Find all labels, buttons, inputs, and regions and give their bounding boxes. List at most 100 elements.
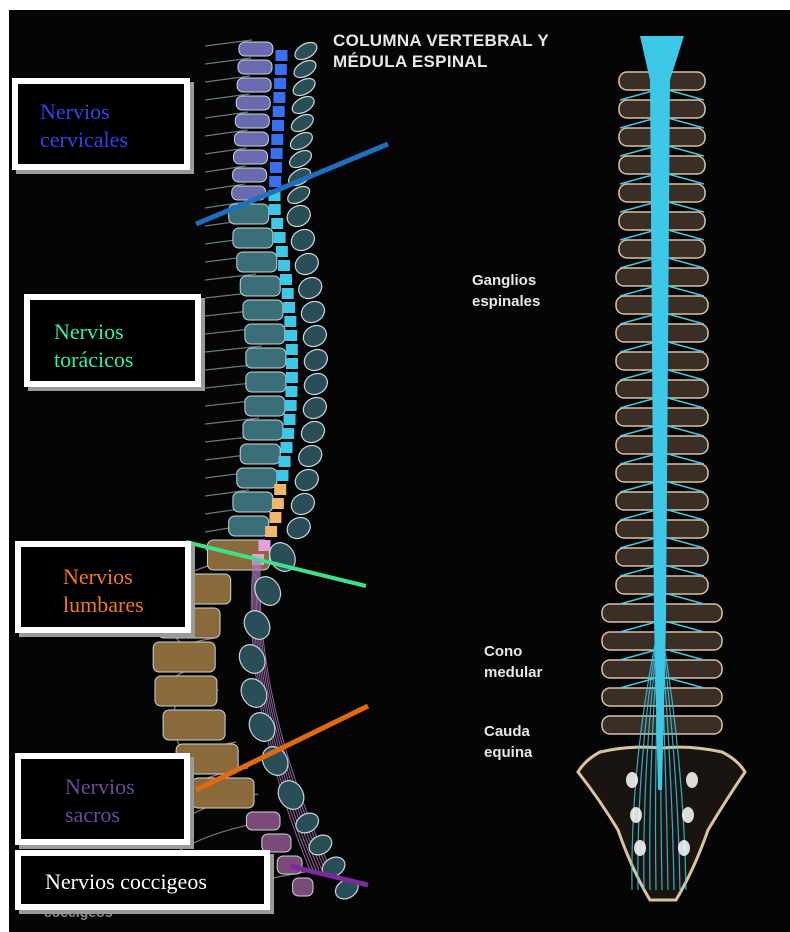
cauda-label: Cauda equina bbox=[484, 721, 532, 763]
cord-segment bbox=[271, 218, 283, 229]
conus-line-1: Cono bbox=[484, 643, 522, 660]
conus-label: Cono medular bbox=[484, 641, 542, 683]
vertebral-body bbox=[234, 132, 268, 146]
nerve-root-left bbox=[620, 482, 656, 492]
spinous-process bbox=[288, 111, 316, 135]
title-line-2: MÉDULA ESPINAL bbox=[333, 52, 488, 71]
nerve-root-right bbox=[668, 650, 704, 660]
title-line-1: COLUMNA VERTEBRAL Y bbox=[333, 31, 549, 50]
cord-segment bbox=[272, 498, 284, 509]
nerve-root-left bbox=[620, 426, 656, 436]
nerve-root-left bbox=[620, 566, 656, 576]
nerve-root-left bbox=[620, 454, 656, 464]
cord-segment bbox=[276, 470, 288, 481]
cord-segment bbox=[286, 344, 298, 355]
nerve-root-right bbox=[668, 510, 704, 520]
cord-segment bbox=[276, 50, 288, 61]
nerve-root-right bbox=[668, 258, 704, 268]
cauda-line-2: equina bbox=[484, 744, 532, 761]
vertebral-body bbox=[293, 878, 313, 896]
nerve-root-right bbox=[668, 482, 704, 492]
thoracic-line-2: torácicos bbox=[54, 346, 195, 374]
cord-segment bbox=[284, 316, 296, 327]
ganglia-line-1: Ganglios bbox=[472, 272, 536, 289]
cord-segment bbox=[285, 330, 297, 341]
vertebral-body bbox=[245, 324, 285, 344]
nerve-root-left bbox=[620, 398, 656, 408]
nerve-root-right bbox=[668, 202, 704, 212]
cord-segment bbox=[282, 288, 294, 299]
label-nervios-coccigeos: Nervios coccigeos bbox=[15, 850, 270, 910]
vertebral-body bbox=[233, 228, 273, 248]
ganglia-label: Ganglios espinales bbox=[472, 270, 540, 312]
ganglia-line-2: espinales bbox=[472, 293, 540, 310]
cord-segment bbox=[284, 414, 296, 425]
cord-segment bbox=[280, 274, 292, 285]
nerve-root-left bbox=[620, 230, 656, 240]
cord-segment bbox=[265, 526, 277, 537]
vertebral-body bbox=[243, 300, 283, 320]
spinous-process bbox=[283, 201, 314, 230]
nerve-root-right bbox=[668, 622, 704, 632]
coccygeal-text: Nervios coccigeos bbox=[45, 868, 264, 896]
spinous-process bbox=[300, 345, 331, 374]
nerve-root-left bbox=[620, 510, 656, 520]
vertebral-body bbox=[233, 168, 267, 182]
label-nervios-lumbares: Nervios lumbares bbox=[15, 541, 191, 633]
label-nervios-sacros: Nervios sacros bbox=[15, 753, 190, 845]
vertebral-body bbox=[240, 444, 280, 464]
label-nervios-toracicos: Nervios torácicos bbox=[24, 294, 201, 387]
nerve-root-left bbox=[620, 258, 656, 268]
nerve-root-right bbox=[668, 314, 704, 324]
cord-segment bbox=[286, 358, 298, 369]
spinous-process bbox=[239, 606, 275, 644]
sacral-foramen bbox=[682, 807, 694, 823]
nerve-root-left bbox=[620, 286, 656, 296]
cord-segment bbox=[271, 148, 283, 159]
nerve-root-left bbox=[620, 342, 656, 352]
vertebral-body bbox=[246, 812, 280, 830]
nerve-root-left bbox=[620, 650, 656, 660]
nerve-root-right bbox=[668, 90, 704, 100]
vertebral-body bbox=[235, 114, 269, 128]
cord-segment bbox=[275, 64, 287, 75]
lumbar-line-1: Nervios bbox=[63, 563, 185, 591]
spinous-process bbox=[299, 321, 330, 350]
cord-segment bbox=[278, 260, 290, 271]
cord-segment bbox=[274, 484, 286, 495]
nerve-root-right bbox=[668, 594, 704, 604]
nerve-root-left bbox=[620, 370, 656, 380]
nerve-root-right bbox=[668, 538, 704, 548]
nerve-root-right bbox=[668, 370, 704, 380]
nerve-root-right bbox=[668, 566, 704, 576]
nerve-root-right bbox=[668, 426, 704, 436]
vertebral-body bbox=[246, 372, 286, 392]
diagram-title: COLUMNA VERTEBRAL Y MÉDULA ESPINAL bbox=[333, 30, 549, 72]
spinous-process bbox=[298, 297, 329, 326]
cord-segment bbox=[285, 400, 297, 411]
spinous-process bbox=[291, 57, 319, 81]
vertebral-body bbox=[192, 778, 254, 808]
spinous-process bbox=[287, 225, 318, 254]
cord-segment bbox=[283, 302, 295, 313]
spinous-process bbox=[291, 249, 322, 278]
cord-segment bbox=[280, 442, 292, 453]
cord-segment bbox=[269, 176, 281, 187]
cord-segment bbox=[285, 386, 297, 397]
spinous-process bbox=[287, 489, 318, 518]
vertebral-body bbox=[240, 276, 280, 296]
cord-segment bbox=[274, 78, 286, 89]
spinous-process bbox=[295, 441, 326, 470]
spinous-process bbox=[300, 369, 331, 398]
cord-segment bbox=[273, 92, 285, 103]
vertebral-body bbox=[277, 856, 302, 874]
nerve-root-left bbox=[620, 174, 656, 184]
vertebral-body bbox=[155, 676, 217, 706]
cord-segment bbox=[271, 134, 283, 145]
vertebral-body bbox=[239, 42, 273, 56]
nerve-root-right bbox=[668, 454, 704, 464]
nerve-root-right bbox=[668, 146, 704, 156]
conus-line-2: medular bbox=[484, 664, 542, 681]
cord-segment bbox=[272, 120, 284, 131]
spinous-process bbox=[291, 465, 322, 494]
